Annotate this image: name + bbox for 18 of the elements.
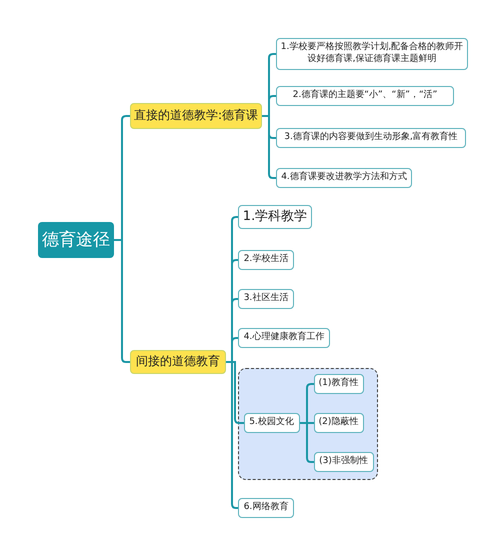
- subtopic-box: 5.校园文化: [244, 412, 300, 432]
- group-frame: [238, 368, 378, 480]
- connector: [114, 239, 130, 363]
- subtopic-box: (2)隐蔽性: [314, 412, 364, 432]
- subtopic-box: 4.心理健康教育工作: [238, 328, 330, 348]
- subtopic-box: 1.学科教学: [238, 205, 312, 229]
- branch-topic-box: 直接的道德教学:德育课: [130, 103, 262, 129]
- root-topic-box: 德育途径: [38, 222, 114, 258]
- subtopic-box: 1.学校要严格按照教学计划,配备合格的教师开设好德育课,保证德育课主题鲜明: [276, 38, 468, 70]
- subtopic-box: 2.德育课的主题要“小”、“新”，“活”: [276, 86, 454, 106]
- subtopic-box: 2.学校生活: [238, 250, 294, 270]
- subtopic-box: 3.德育课的内容要做到生动形象,富有教育性: [276, 128, 466, 148]
- branch-topic-box: 间接的道德教育: [130, 350, 226, 374]
- subtopic-box: 3.社区生活: [238, 289, 294, 309]
- subtopic-box: (3)非强制性: [314, 452, 374, 472]
- subtopic-box: 4.德育课要改进教学方法和方式: [276, 168, 412, 188]
- subtopic-box: 6.网络教育: [238, 498, 294, 518]
- subtopic-box: (1)教育性: [314, 374, 364, 394]
